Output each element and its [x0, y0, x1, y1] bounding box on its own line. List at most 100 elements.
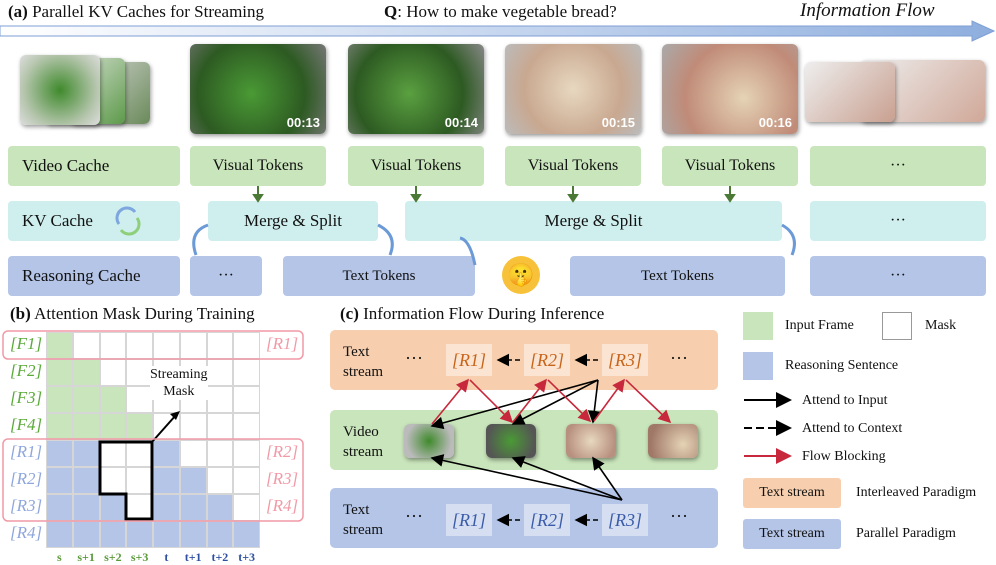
label-text: F3	[16, 388, 36, 407]
reasoning-ellipsis: ···	[190, 256, 262, 296]
legend-arrow-icons	[744, 392, 792, 464]
merge-split: Merge & Split	[405, 201, 782, 241]
panel-c-title: (c) Information Flow During Inference	[340, 304, 605, 323]
mask-cell	[179, 521, 207, 548]
video-frame: 00:13	[190, 44, 326, 134]
legend-input-frame: Input Frame	[785, 318, 854, 333]
mask-cell	[72, 521, 100, 548]
mask-cell	[126, 467, 153, 494]
mask-cell	[126, 332, 153, 359]
mask-cell	[233, 386, 260, 413]
interleaved-r2: [R2]	[524, 344, 570, 376]
video-frame: 00:16	[662, 44, 798, 134]
mask-cell	[233, 494, 260, 521]
mask-cell	[126, 359, 153, 386]
attention-mask-grid	[46, 332, 260, 548]
video-frame: 00:14	[348, 44, 484, 134]
legend-parallel-swatch: Text stream	[743, 519, 841, 549]
legend-interleaved: Interleaved Paradigm	[856, 485, 977, 500]
legend-interleaved-swatch: Text stream	[743, 478, 841, 508]
video-frame-stack	[20, 55, 100, 125]
mask-cell	[233, 332, 260, 359]
mask-cell	[179, 332, 207, 359]
mask-cell	[46, 386, 73, 413]
mask-cell	[206, 440, 234, 467]
interleaved-text-stream	[330, 330, 718, 390]
mask-cell	[99, 521, 127, 548]
text-stream-label: Text stream	[343, 502, 383, 538]
mask-cell	[126, 440, 153, 467]
label-text: F1	[16, 334, 36, 353]
kv-cache-label: KV Cache	[8, 201, 180, 241]
mask-cell	[99, 386, 127, 413]
merge-split: Merge & Split	[208, 201, 378, 241]
row-label: [F4]	[10, 415, 43, 434]
mask-cell	[233, 521, 260, 548]
panel-c-arrows	[430, 353, 672, 527]
mask-cell	[153, 332, 180, 359]
video-frame: 00:15	[505, 44, 641, 134]
mask-cell	[233, 467, 260, 494]
right-row-label: [R2]	[266, 442, 299, 461]
video-stream-label: Video stream	[343, 424, 383, 460]
row-label: [F2]	[10, 361, 43, 380]
mask-cell	[46, 359, 73, 386]
ellipsis: ···	[670, 348, 688, 368]
column-label: s	[57, 550, 62, 564]
mask-cell	[179, 467, 207, 494]
column-label: t+1	[184, 550, 202, 564]
parallel-r3: [R3]	[602, 504, 648, 536]
shush-emoji-icon: 🤫	[502, 256, 540, 294]
label-text: R1	[16, 442, 36, 461]
label-text: R3	[272, 469, 292, 488]
row-label: [R3]	[10, 496, 43, 515]
interleaved-r1: [R1]	[446, 344, 492, 376]
legend-mask: Mask	[925, 318, 957, 333]
row-label: [R2]	[10, 469, 43, 488]
column-label: s+1	[77, 550, 95, 564]
mask-cell	[46, 467, 73, 494]
mask-cell	[46, 413, 73, 440]
legend-reasoning-swatch	[743, 352, 773, 380]
parallel-text-stream	[330, 488, 718, 548]
mask-cell	[179, 494, 207, 521]
mask-cell	[206, 467, 234, 494]
row-label: [R1]	[10, 442, 43, 461]
label-text: R1	[272, 334, 292, 353]
column-label: t	[164, 550, 169, 564]
legend-parallel: Parallel Paradigm	[856, 526, 956, 541]
label-text: R2	[16, 469, 36, 488]
mask-cell	[179, 440, 207, 467]
legend-mask-swatch	[882, 312, 912, 340]
label-text: R4	[16, 523, 36, 542]
visual-tokens: Visual Tokens	[348, 146, 484, 186]
label-text: R2	[272, 442, 292, 461]
visual-tokens: Visual Tokens	[662, 146, 798, 186]
mask-cell	[46, 440, 73, 467]
mask-cell	[72, 332, 100, 359]
label-text: R4	[272, 496, 292, 515]
kv-cache-ellipsis: ···	[810, 201, 986, 241]
row-label: [F3]	[10, 388, 43, 407]
right-row-label: [R3]	[266, 469, 299, 488]
column-label: s+3	[130, 550, 149, 564]
mask-cell	[72, 440, 100, 467]
mask-cell	[99, 413, 127, 440]
video-cache-ellipsis: ···	[810, 146, 986, 186]
information-flow-arrow	[0, 20, 996, 42]
legend-reasoning-sentence: Reasoning Sentence	[785, 358, 899, 373]
panel-b-title: (b) Attention Mask During Training	[10, 304, 255, 323]
text-stream-label: Text stream	[343, 344, 383, 380]
streaming-mask-label: Streaming Mask	[150, 366, 208, 400]
legend-attend-input: Attend to Input	[802, 393, 888, 408]
video-cache-label: Video Cache	[8, 146, 180, 186]
mask-cell	[72, 467, 100, 494]
mask-cell	[206, 413, 234, 440]
legend-attend-context: Attend to Context	[802, 421, 903, 436]
right-row-label: [R4]	[266, 496, 299, 515]
mask-cell	[153, 494, 180, 521]
reasoning-cache-ellipsis: ···	[810, 256, 986, 296]
row-label: [F1]	[10, 334, 43, 353]
parallel-r2: [R2]	[524, 504, 570, 536]
ellipsis: ···	[405, 348, 423, 368]
